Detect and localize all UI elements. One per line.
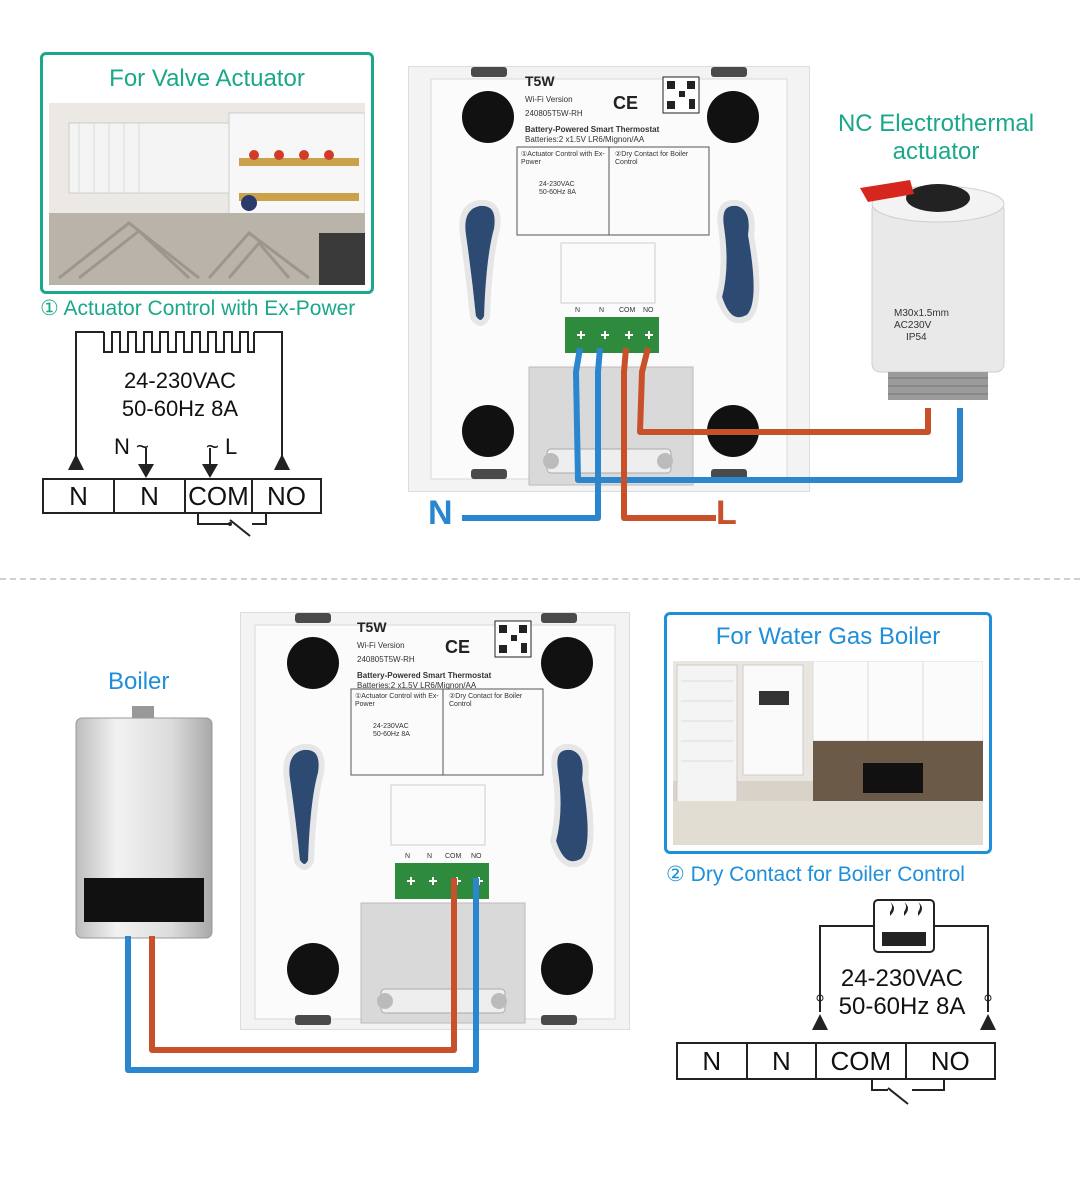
wire-label-n: N bbox=[428, 494, 453, 532]
actuator-title-line1: NC Electrothermal bbox=[837, 110, 1035, 137]
boiler-device bbox=[75, 706, 213, 939]
bottom-thermostat: T5W Wi-Fi Version 240805T5W-RH CE Batter… bbox=[240, 612, 630, 1030]
top-spec-freq: 50-60Hz 8A bbox=[121, 396, 239, 421]
bottom-therm-box-spec2: 50-60Hz 8A bbox=[373, 731, 410, 738]
actuator-device bbox=[860, 180, 1005, 400]
bottom-terminal-com: COM bbox=[817, 1044, 907, 1078]
top-caption: ① Actuator Control with Ex-Power bbox=[40, 297, 356, 320]
top-therm-box-spec2: 50-60Hz 8A bbox=[539, 189, 576, 196]
top-therm-ce: CE bbox=[613, 93, 639, 113]
actuator-title-line2: actuator bbox=[892, 138, 980, 165]
boiler-photo bbox=[673, 661, 983, 845]
top-schematic bbox=[68, 331, 290, 537]
top-therm-term-com: COM bbox=[619, 307, 636, 314]
top-therm-serial: 240805T5W-RH bbox=[525, 109, 583, 118]
top-spec-voltage: 24-230VAC bbox=[123, 368, 237, 393]
bottom-terminal-block: N N COM NO bbox=[676, 1042, 996, 1080]
bottom-therm-term-no: NO bbox=[471, 853, 482, 860]
top-therm-term-no: NO bbox=[643, 307, 654, 314]
bottom-therm-product: Battery-Powered Smart Thermostat bbox=[357, 671, 492, 680]
valve-panel: For Valve Actuator bbox=[40, 52, 374, 294]
bottom-therm-ce: CE bbox=[445, 637, 471, 657]
top-terminal-n1: N bbox=[44, 480, 115, 512]
actuator-label-voltage: AC230V bbox=[894, 320, 932, 331]
boiler-label: Boiler bbox=[108, 668, 170, 695]
bottom-therm-term-n1: N bbox=[405, 853, 411, 860]
bottom-spec-voltage: 24-230VAC bbox=[840, 965, 964, 992]
boiler-panel-title: For Water Gas Boiler bbox=[715, 623, 941, 650]
top-therm-model: T5W bbox=[525, 73, 555, 89]
bottom-therm-model: T5W bbox=[357, 619, 387, 635]
bottom-terminal-n2: N bbox=[748, 1044, 818, 1078]
wire-label-l: L bbox=[716, 494, 737, 532]
top-terminal-block: N N COM NO bbox=[42, 478, 322, 514]
bottom-therm-box1-title: ①Actuator Control with Ex-Power bbox=[355, 693, 439, 708]
top-therm-product: Battery-Powered Smart Thermostat bbox=[525, 125, 660, 134]
top-therm-box1-title: ①Actuator Control with Ex-Power bbox=[521, 151, 605, 166]
top-thermostat: T5W Wi-Fi Version 240805T5W-RH CE Batter… bbox=[408, 66, 810, 492]
bottom-therm-version: Wi-Fi Version bbox=[357, 641, 405, 650]
top-wires bbox=[462, 347, 963, 521]
bottom-schematic bbox=[812, 899, 996, 1105]
top-therm-box-spec1: 24-230VAC bbox=[539, 181, 575, 188]
top-terminal-com: COM bbox=[186, 480, 253, 512]
bottom-therm-box2-title: ②Dry Contact for Boiler Control bbox=[449, 693, 523, 708]
actuator-title: NC Electrothermal actuator bbox=[818, 110, 1054, 166]
top-therm-term-n1: N bbox=[575, 307, 581, 314]
top-therm-box2-title: ②Dry Contact for Boiler Control bbox=[615, 151, 689, 166]
top-therm-term-n2: N bbox=[599, 307, 605, 314]
section-divider bbox=[0, 578, 1080, 580]
actuator-label-ip: IP54 bbox=[906, 332, 927, 343]
bottom-therm-box-spec1: 24-230VAC bbox=[373, 723, 409, 730]
actuator-label-thread: M30x1.5mm bbox=[894, 308, 950, 319]
top-terminal-n2: N bbox=[115, 480, 186, 512]
top-therm-batteries: Batteries:2 x1.5V LR6/Mignon/AA bbox=[525, 135, 645, 144]
bottom-therm-batteries: Batteries:2 x1.5V LR6/Mignon/AA bbox=[357, 681, 477, 690]
top-polarity-right: ~ L bbox=[206, 434, 238, 459]
bottom-terminal-no: NO bbox=[930, 1045, 970, 1076]
top-terminal-no: NO bbox=[267, 480, 306, 511]
top-therm-version: Wi-Fi Version bbox=[525, 95, 573, 104]
boiler-panel: For Water Gas Boiler bbox=[664, 612, 992, 854]
bottom-terminal-n1: N bbox=[678, 1044, 748, 1078]
bottom-therm-serial: 240805T5W-RH bbox=[357, 655, 415, 664]
top-polarity-left: N ~ bbox=[114, 434, 149, 459]
bottom-therm-term-n2: N bbox=[427, 853, 433, 860]
bottom-therm-term-com: COM bbox=[445, 853, 462, 860]
valve-panel-title: For Valve Actuator bbox=[109, 65, 305, 92]
bottom-spec-freq: 50-60Hz 8A bbox=[838, 993, 966, 1020]
valve-photo bbox=[49, 103, 365, 285]
bottom-caption: ② Dry Contact for Boiler Control bbox=[666, 863, 965, 886]
bottom-wires bbox=[125, 878, 479, 1073]
